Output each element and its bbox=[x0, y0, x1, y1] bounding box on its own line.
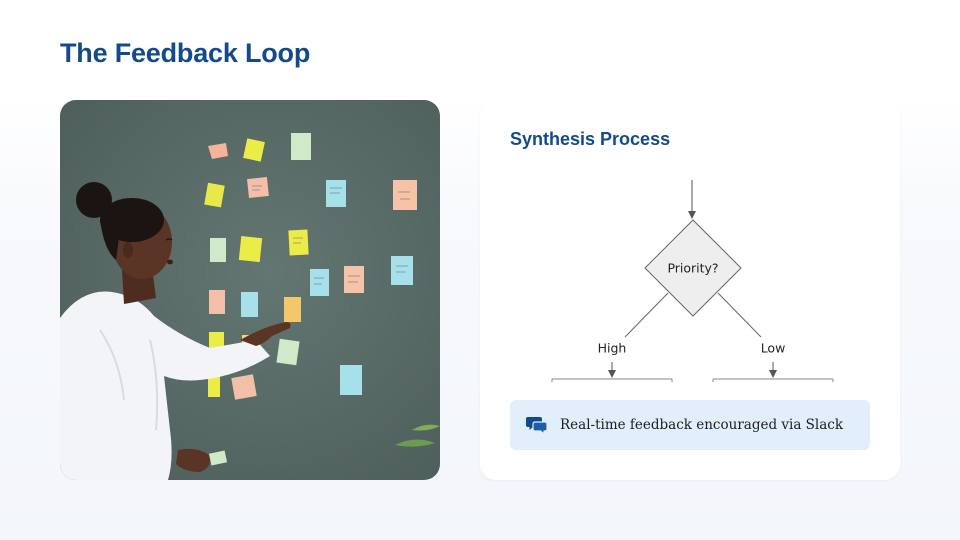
low-branch-label: Low bbox=[761, 341, 786, 356]
chat-bubbles-icon bbox=[526, 414, 548, 436]
callout-text: Real-time feedback encouraged via Slack bbox=[560, 417, 844, 433]
slide-title: The Feedback Loop bbox=[60, 38, 311, 68]
sticky-notes bbox=[204, 133, 417, 400]
priority-flowchart: Priority? High Low bbox=[551, 180, 834, 382]
low-branch-connector bbox=[717, 292, 762, 338]
priority-decision-node bbox=[644, 219, 742, 317]
high-branch-connector bbox=[624, 292, 669, 338]
synthesis-process-card: Synthesis Process Priority? High Low bbox=[480, 100, 900, 480]
slack-feedback-callout: Real-time feedback encouraged via Slack bbox=[510, 400, 870, 450]
workshop-photo bbox=[60, 100, 440, 480]
decision-label: Priority? bbox=[667, 261, 718, 276]
card-title: Synthesis Process bbox=[510, 129, 671, 149]
high-branch-label: High bbox=[598, 341, 627, 356]
